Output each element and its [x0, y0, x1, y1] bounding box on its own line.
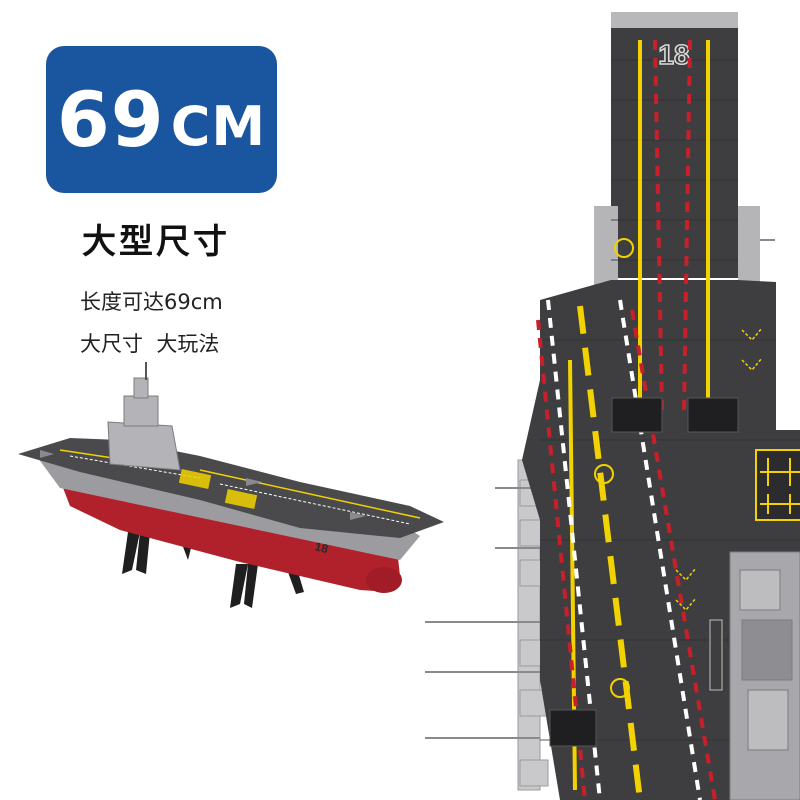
island-top [709, 551, 800, 800]
feature-line-play: 大尺寸 大玩法 [80, 332, 220, 356]
bow-hull-number: 18 [658, 39, 689, 70]
antenna-rods [425, 239, 775, 739]
display-stand [122, 532, 304, 608]
aircraft-carrier-model-photo: 18 [18, 362, 444, 608]
hull-number: 18 [313, 539, 330, 556]
size-number: 69 [56, 74, 165, 164]
blast-deflectors [549, 397, 739, 747]
bow-cap [611, 12, 738, 28]
model-island [107, 362, 181, 471]
size-unit: CM [170, 94, 267, 158]
headline: 大型尺寸 [82, 222, 230, 262]
red-hull [60, 480, 400, 592]
feature-line-length: 长度可达69cm [80, 290, 223, 314]
size-badge: 69 CM [46, 46, 277, 193]
deck-circle-markers [594, 238, 634, 698]
